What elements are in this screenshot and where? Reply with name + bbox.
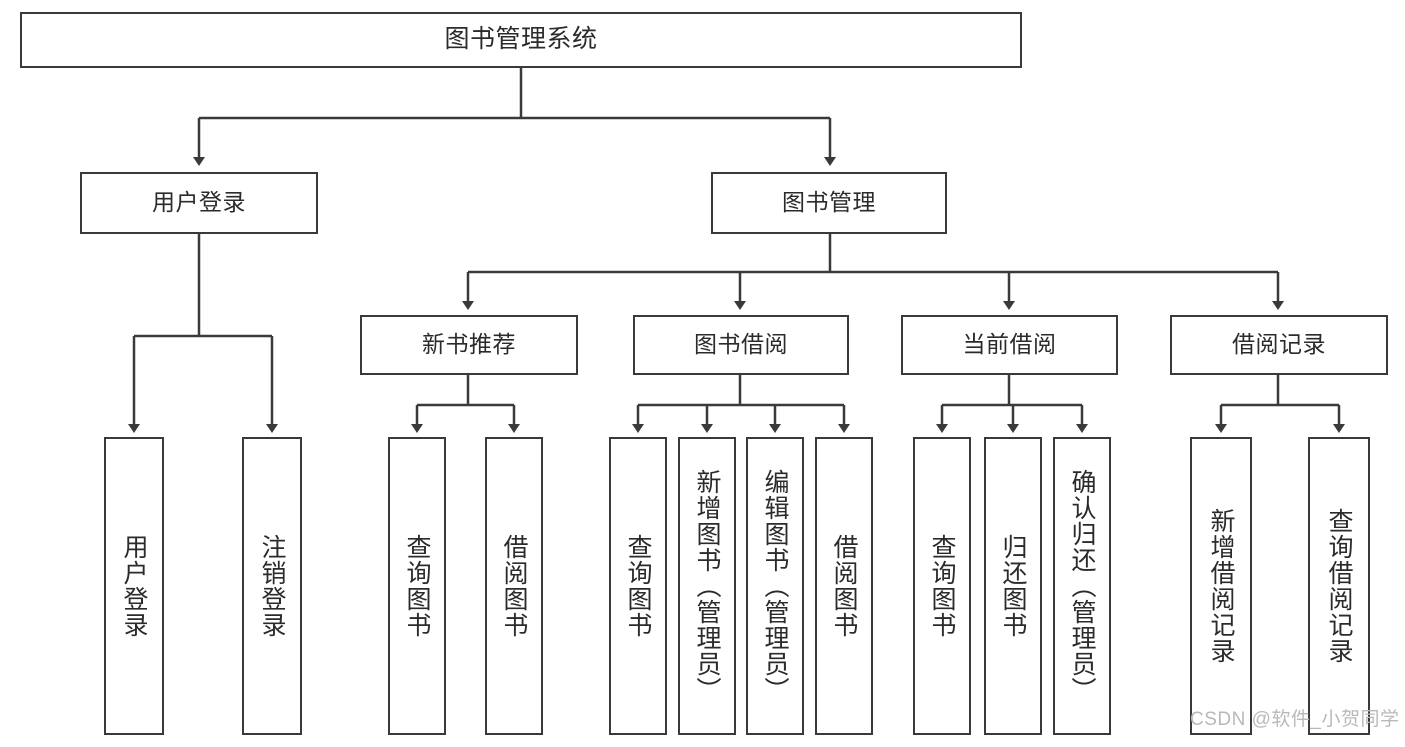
node-borrow-record-label: 借阅记录 bbox=[1232, 331, 1326, 358]
node-leaf-query-book-1-label: 查询图书 bbox=[403, 534, 431, 638]
node-book-manage-label: 图书管理 bbox=[782, 189, 876, 216]
node-current-borrow-label: 当前借阅 bbox=[962, 331, 1057, 358]
node-leaf-query-record[interactable]: 查询借阅记录 bbox=[1308, 437, 1370, 735]
node-leaf-borrow-book-2[interactable]: 借阅图书 bbox=[815, 437, 873, 735]
node-leaf-add-book[interactable]: 新增图书（管理员） bbox=[678, 437, 736, 735]
node-leaf-edit-book[interactable]: 编辑图书（管理员） bbox=[746, 437, 804, 735]
node-leaf-query-record-label: 查询借阅记录 bbox=[1325, 508, 1353, 664]
node-leaf-confirm-return-label: 确认归还（管理员） bbox=[1068, 469, 1096, 703]
node-leaf-borrow-book-1[interactable]: 借阅图书 bbox=[485, 437, 543, 735]
node-leaf-user-logout-label: 注销登录 bbox=[258, 534, 286, 638]
node-leaf-user-login[interactable]: 用户登录 bbox=[104, 437, 164, 735]
node-leaf-query-book-2-label: 查询图书 bbox=[624, 534, 652, 638]
node-leaf-borrow-book-1-label: 借阅图书 bbox=[500, 534, 528, 638]
node-leaf-user-login-label: 用户登录 bbox=[120, 534, 148, 638]
node-book-manage[interactable]: 图书管理 bbox=[711, 172, 947, 234]
node-leaf-query-book-3[interactable]: 查询图书 bbox=[913, 437, 971, 735]
node-leaf-query-book-1[interactable]: 查询图书 bbox=[388, 437, 446, 735]
node-leaf-return-book[interactable]: 归还图书 bbox=[984, 437, 1042, 735]
node-new-book-recommend-label: 新书推荐 bbox=[422, 331, 516, 358]
node-leaf-confirm-return[interactable]: 确认归还（管理员） bbox=[1053, 437, 1111, 735]
node-leaf-query-book-3-label: 查询图书 bbox=[928, 534, 956, 638]
node-leaf-add-record-label: 新增借阅记录 bbox=[1207, 508, 1235, 664]
node-leaf-add-record[interactable]: 新增借阅记录 bbox=[1190, 437, 1252, 735]
node-root-label: 图书管理系统 bbox=[444, 25, 598, 54]
node-borrow-record[interactable]: 借阅记录 bbox=[1170, 315, 1388, 375]
node-leaf-edit-book-label: 编辑图书（管理员） bbox=[761, 469, 789, 703]
node-user-login-label: 用户登录 bbox=[152, 189, 246, 216]
node-book-borrow[interactable]: 图书借阅 bbox=[633, 315, 849, 375]
node-root[interactable]: 图书管理系统 bbox=[20, 12, 1022, 68]
node-leaf-return-book-label: 归还图书 bbox=[999, 534, 1027, 638]
node-book-borrow-label: 图书借阅 bbox=[694, 331, 788, 358]
node-leaf-add-book-label: 新增图书（管理员） bbox=[693, 469, 721, 703]
node-current-borrow[interactable]: 当前借阅 bbox=[901, 315, 1118, 375]
node-leaf-query-book-2[interactable]: 查询图书 bbox=[609, 437, 667, 735]
node-leaf-borrow-book-2-label: 借阅图书 bbox=[830, 534, 858, 638]
node-new-book-recommend[interactable]: 新书推荐 bbox=[360, 315, 578, 375]
node-leaf-user-logout[interactable]: 注销登录 bbox=[242, 437, 302, 735]
node-user-login[interactable]: 用户登录 bbox=[80, 172, 318, 234]
